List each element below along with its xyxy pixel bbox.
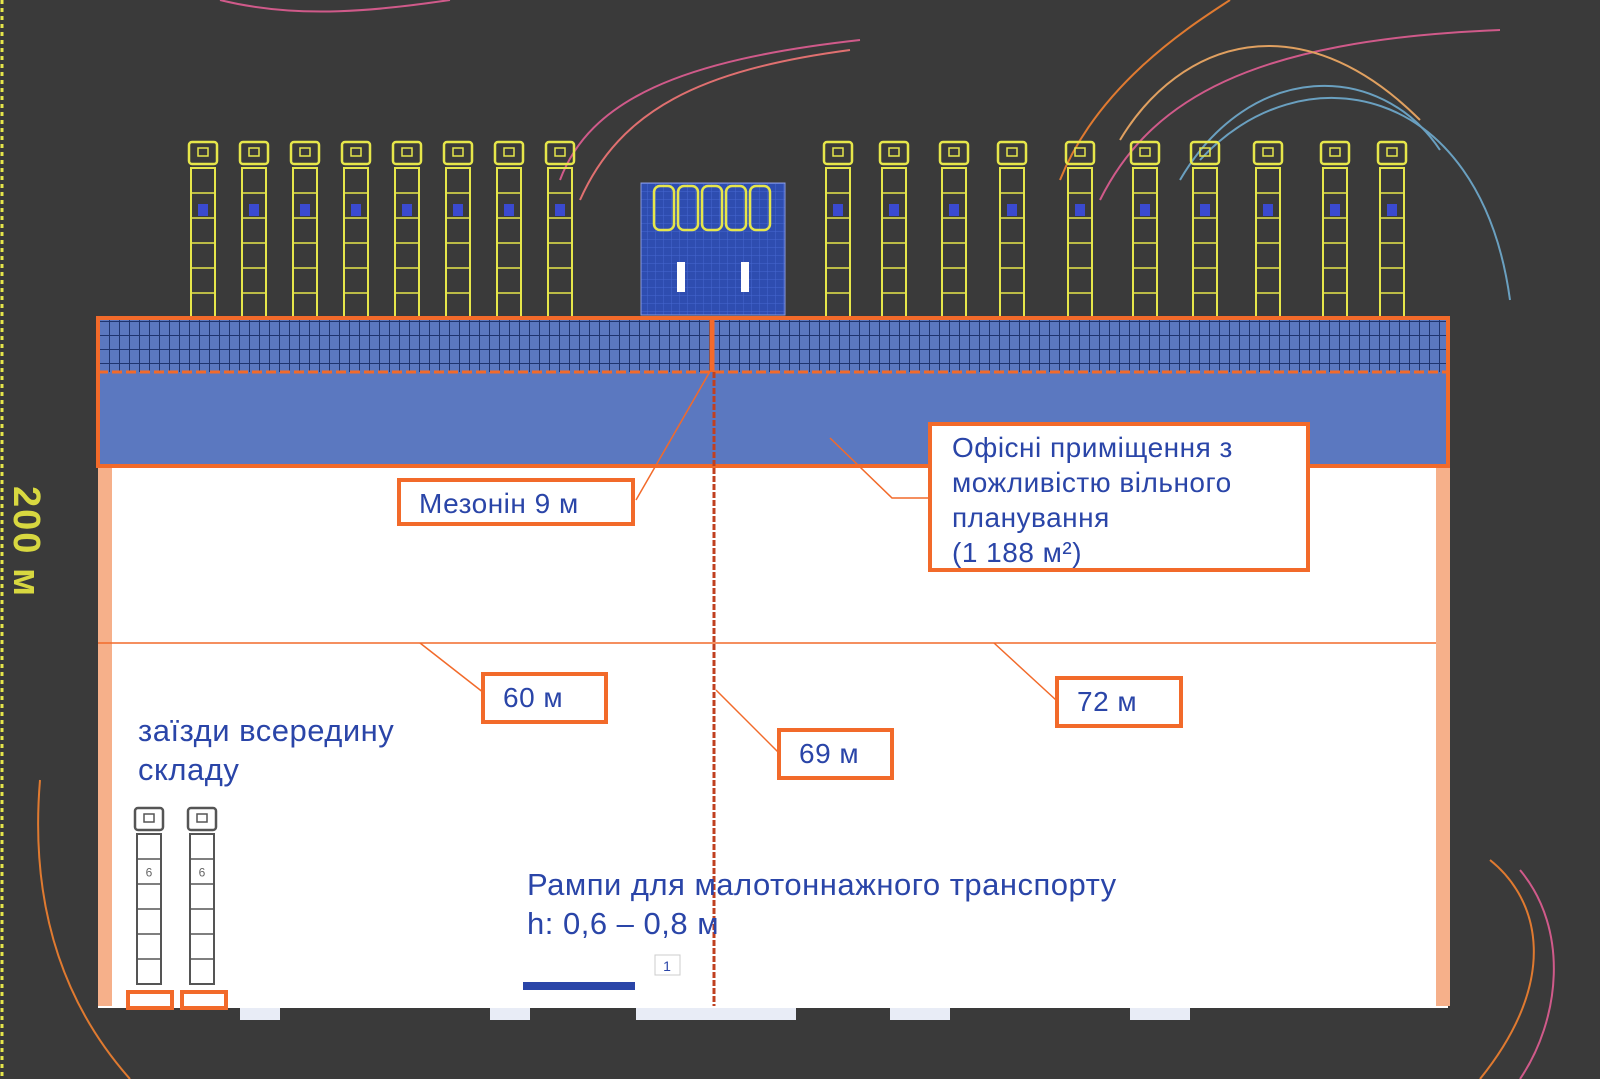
truck-icon (938, 140, 970, 319)
truck-icon (1376, 140, 1408, 319)
wall-right (1436, 466, 1450, 1006)
truck-icon (238, 140, 270, 319)
top-trucks (187, 140, 1408, 319)
truck-icon (1319, 140, 1351, 319)
truck-icon (996, 140, 1028, 319)
dimension-text: 69 м (799, 738, 860, 769)
bottom-docks (240, 1008, 1190, 1020)
scale-label: 200 м (5, 486, 47, 599)
dock-truck-icon (652, 184, 676, 232)
dock-truck-icon (676, 184, 700, 232)
mezzanine-label: Мезонін 9 м (397, 478, 635, 526)
dimension-69-label: 69 м (777, 728, 894, 780)
ramp-bar (523, 982, 635, 990)
dock-truck-icon (700, 184, 724, 232)
wall-left (98, 466, 112, 1006)
offices-line: Офісні приміщення з (952, 432, 1233, 463)
truck-icon (1252, 140, 1284, 319)
truck-icon (391, 140, 423, 319)
truck-icon: 6 (186, 806, 218, 985)
truck-icon (822, 140, 854, 319)
offices-line: (1 188 м²) (952, 537, 1083, 568)
mezzanine-grid (100, 320, 1446, 372)
ramps-label: Рампи для малотоннажного транспорту h: 0… (527, 866, 1117, 944)
leader-lines (419, 367, 1057, 753)
ramp-marker: 1 (663, 958, 671, 974)
truck-icon (442, 140, 474, 319)
ramps-line: h: 0,6 – 0,8 м (527, 905, 720, 941)
maneuver-paths (37, 0, 1555, 1079)
truck-icon (1129, 140, 1161, 319)
offices-line: планування (952, 502, 1110, 533)
truck-icon (187, 140, 219, 319)
truck-icon (289, 140, 321, 319)
mezzanine-text: Мезонін 9 м (419, 488, 579, 519)
offices-label: Офісні приміщення з можливістю вільного … (928, 422, 1310, 572)
dock-trucks (652, 184, 772, 232)
dock-truck-icon (724, 184, 748, 232)
dock-truck-icon (748, 184, 772, 232)
truck-icon (878, 140, 910, 319)
truck-marker: 6 (199, 866, 206, 880)
dimension-text: 60 м (503, 682, 564, 713)
truck-icon: 6 (133, 806, 165, 985)
truck-icon (544, 140, 576, 319)
offices-line: можливістю вільного (952, 467, 1232, 498)
drive-in-line: заїзди всередину (138, 713, 395, 748)
truck-icon (493, 140, 525, 319)
truck-icon (1189, 140, 1221, 319)
dock-block (640, 182, 786, 316)
dimension-72-label: 72 м (1055, 676, 1183, 728)
drive-in-line: складу (138, 751, 240, 787)
truck-icon (1064, 140, 1096, 319)
drive-in-label: заїзди всередину складу (138, 712, 394, 790)
truck-icon (340, 140, 372, 319)
dimension-text: 72 м (1077, 686, 1138, 717)
dimension-60-label: 60 м (481, 672, 608, 724)
truck-marker: 6 (146, 866, 153, 880)
ramps-line: Рампи для малотоннажного транспорту (527, 867, 1117, 902)
